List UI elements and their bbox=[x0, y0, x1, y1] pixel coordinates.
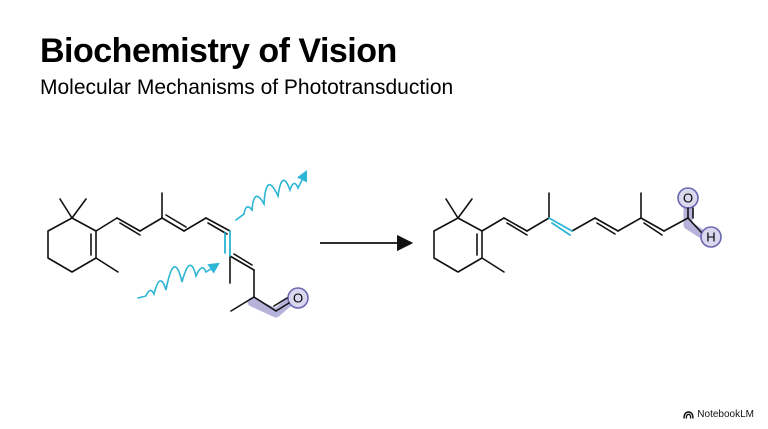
cyclohexene-ring-right bbox=[433, 198, 505, 273]
polyene-chain-right bbox=[481, 192, 702, 236]
slide-title: Biochemistry of Vision bbox=[40, 32, 397, 70]
atom-label-hydrogen-right: H bbox=[706, 230, 715, 245]
polyene-chain-left bbox=[95, 192, 290, 312]
cis-retinal-molecule: O bbox=[47, 192, 309, 318]
brand-label: NotebookLM bbox=[697, 409, 754, 420]
scattered-photon-wave bbox=[235, 169, 308, 221]
notebooklm-logo-icon bbox=[683, 410, 694, 419]
atom-label-oxygen-left: O bbox=[293, 291, 303, 306]
cyclohexene-ring-left bbox=[47, 198, 119, 273]
atom-label-oxygen-right: O bbox=[683, 191, 693, 206]
incoming-photon-wave bbox=[137, 262, 220, 299]
slide-subtitle: Molecular Mechanisms of Phototransductio… bbox=[40, 76, 454, 99]
brand-watermark: NotebookLM bbox=[683, 409, 754, 420]
isomerizing-bond-left bbox=[224, 230, 231, 257]
isomerized-bond-right bbox=[548, 217, 573, 236]
trans-retinal-molecule: O H bbox=[433, 187, 722, 273]
